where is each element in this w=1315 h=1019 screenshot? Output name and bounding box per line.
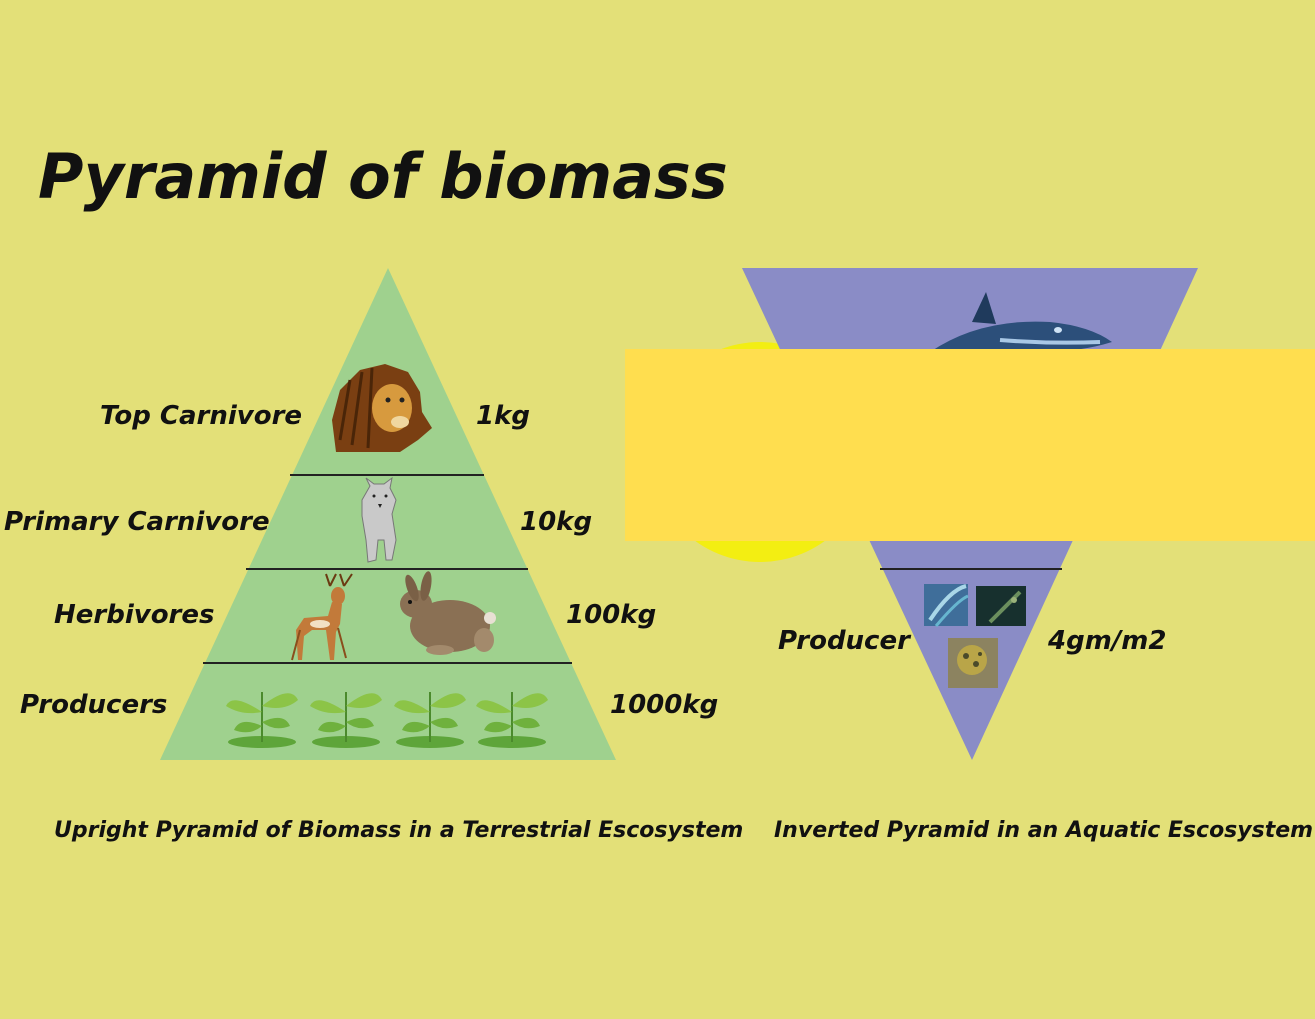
algae-icon	[924, 584, 969, 627]
level-label-primary-carnivore: Primary Carnivore	[4, 507, 270, 537]
diatom-icon	[976, 586, 1026, 626]
upright-pyramid: Top Carnivore 1kg Primary Carnivore 10kg…	[4, 268, 743, 843]
rabbit-icon	[400, 571, 496, 655]
level-label-producers: Producers	[20, 690, 167, 720]
plant-icon	[476, 692, 548, 748]
plants-group	[226, 692, 548, 748]
level-value-producers: 1000kg	[610, 690, 718, 720]
level-label-producer: Producer	[778, 626, 912, 656]
plankton-icon	[948, 638, 998, 688]
lion-icon	[332, 364, 432, 452]
level-value-top-carnivore: 1kg	[476, 401, 530, 431]
deer-icon	[291, 573, 353, 661]
plant-icon	[226, 692, 298, 748]
overlay-box	[625, 349, 1315, 541]
level-label-herbivores: Herbivores	[54, 600, 214, 630]
inverted-caption: Inverted Pyramid in an Aquatic Escosyste…	[774, 818, 1313, 843]
upright-caption: Upright Pyramid of Biomass in a Terrestr…	[54, 818, 743, 843]
wolf-icon	[361, 476, 397, 563]
level-value-herbivores: 100kg	[566, 600, 656, 630]
level-value-producer: 4gm/m2	[1047, 626, 1166, 656]
page-title: Pyramid of biomass	[38, 140, 728, 213]
plant-icon	[310, 692, 382, 748]
shark-icon	[930, 292, 1112, 352]
level-value-primary-carnivore: 10kg	[520, 507, 592, 537]
plant-icon	[394, 692, 466, 748]
level-label-top-carnivore: Top Carnivore	[100, 401, 302, 431]
